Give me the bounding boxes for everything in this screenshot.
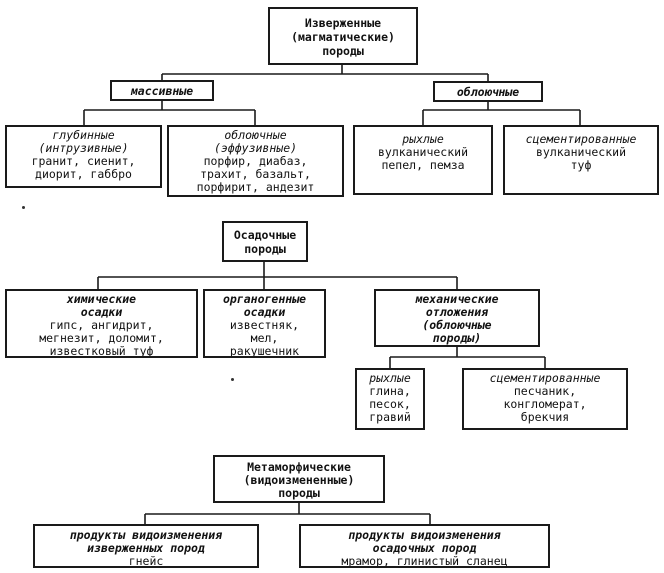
effusive-title-1: облоючные [224, 128, 287, 142]
cemented-sediments-body-3: брекчия [520, 410, 570, 424]
deep-title-1: глубинные [52, 128, 115, 142]
cemented-volcanic-box: сцементированные вулканический туф [503, 125, 659, 195]
metamorphic-root-line-2: (видоизмененные) [243, 473, 355, 487]
loose-sediments-body-2: песок, [369, 397, 411, 411]
sedimentary-products-title-2: осадочных пород [372, 541, 477, 555]
loose-volcanic-body-2: пепел, пемза [381, 158, 465, 172]
chemical-title-1: химические [66, 292, 137, 306]
chemical-sediments-box: химические осадки гипс, ангидрит, мегнез… [5, 289, 198, 358]
mechanical-deposits-box: механические отложения (облоючные породы… [374, 289, 540, 347]
mechanical-title-4: породы) [432, 331, 482, 345]
loose-sediments-body-1: глина, [369, 384, 411, 398]
clastic-label: облоючные [456, 85, 520, 99]
chemical-body-2: мегнезит, доломит, [39, 331, 164, 345]
organic-body-3: ракушечник [229, 344, 300, 358]
loose-volcanic-body-1: вулканический [377, 145, 468, 159]
sedimentary-root-line-1: Осадочные [233, 228, 297, 242]
mechanical-title-3: (облоючные [422, 318, 492, 332]
speck-mark [22, 206, 25, 209]
speck-mark [231, 378, 234, 381]
igneous-root-line-2: (магматические) [291, 30, 395, 44]
cemented-sediments-box: сцементированные песчаник, конгломерат, … [462, 368, 628, 430]
effusive-rocks-box: облоючные (эффузивные) порфир, диабаз, т… [167, 125, 344, 197]
igneous-root-box: Изверженные (магматические) породы [268, 7, 418, 65]
organic-sediments-box: органогенные осадки известняк, мел, раку… [203, 289, 326, 358]
effusive-body-2: трахит, базальт, [200, 167, 311, 181]
clastic-box: облоючные [433, 81, 543, 102]
effusive-body-3: порфирит, андезит [196, 180, 315, 194]
deep-body-1: гранит, сиенит, [31, 154, 136, 168]
cemented-sediments-title: сцементированные [489, 371, 601, 385]
cemented-volcanic-title: сцементированные [525, 132, 637, 146]
sedimentary-products-body: мрамор, глинистый сланец [341, 554, 508, 568]
igneous-products-body: гнейс [128, 554, 164, 568]
organic-title-1: органогенные [222, 292, 307, 306]
deep-title-2: (интрузивные) [38, 141, 129, 155]
chemical-body-3: известковый туф [49, 344, 154, 358]
massive-box: массивные [110, 80, 214, 101]
metamorphic-root-line-3: породы [278, 486, 320, 500]
igneous-root-line-1: Изверженные [304, 16, 382, 30]
loose-volcanic-box: рыхлые вулканический пепел, пемза [353, 125, 493, 195]
chemical-body-1: гипс, ангидрит, [49, 318, 154, 332]
organic-body-2: мел, [250, 331, 279, 345]
loose-sediments-body-3: гравий [369, 410, 411, 424]
chemical-title-2: осадки [80, 305, 123, 319]
cemented-volcanic-body-1: вулканический [535, 145, 626, 159]
igneous-products-box: продукты видоизменения изверженных пород… [33, 524, 259, 568]
deep-body-2: диорит, габбро [35, 167, 132, 181]
mechanical-title-2: отложения [425, 305, 489, 319]
sedimentary-root-box: Осадочные породы [222, 221, 308, 262]
sedimentary-products-box: продукты видоизменения осадочных пород м… [299, 524, 550, 568]
sedimentary-products-title-1: продукты видоизменения [348, 528, 501, 542]
loose-volcanic-title: рыхлые [402, 132, 444, 146]
metamorphic-root-line-1: Метаморфические [247, 460, 351, 474]
igneous-products-title-2: изверженных пород [87, 541, 205, 555]
effusive-title-2: (эффузивные) [213, 141, 298, 155]
sedimentary-root-line-2: породы [244, 242, 286, 256]
effusive-body-1: порфир, диабаз, [203, 154, 308, 168]
deep-rocks-box: глубинные (интрузивные) гранит, сиенит, … [5, 125, 162, 188]
cemented-sediments-body-2: конгломерат, [503, 397, 587, 411]
loose-sediments-box: рыхлые глина, песок, гравий [355, 368, 425, 430]
igneous-root-line-3: породы [322, 44, 364, 58]
cemented-sediments-body-1: песчаник, [513, 384, 577, 398]
mechanical-title-1: механические [415, 292, 499, 306]
loose-sediments-title: рыхлые [369, 371, 411, 385]
cemented-volcanic-body-2: туф [570, 158, 592, 172]
massive-label: массивные [130, 84, 194, 98]
organic-body-1: известняк, [229, 318, 300, 332]
igneous-products-title-1: продукты видоизменения [69, 528, 223, 542]
metamorphic-root-box: Метаморфические (видоизмененные) породы [213, 455, 385, 503]
organic-title-2: осадки [243, 305, 286, 319]
